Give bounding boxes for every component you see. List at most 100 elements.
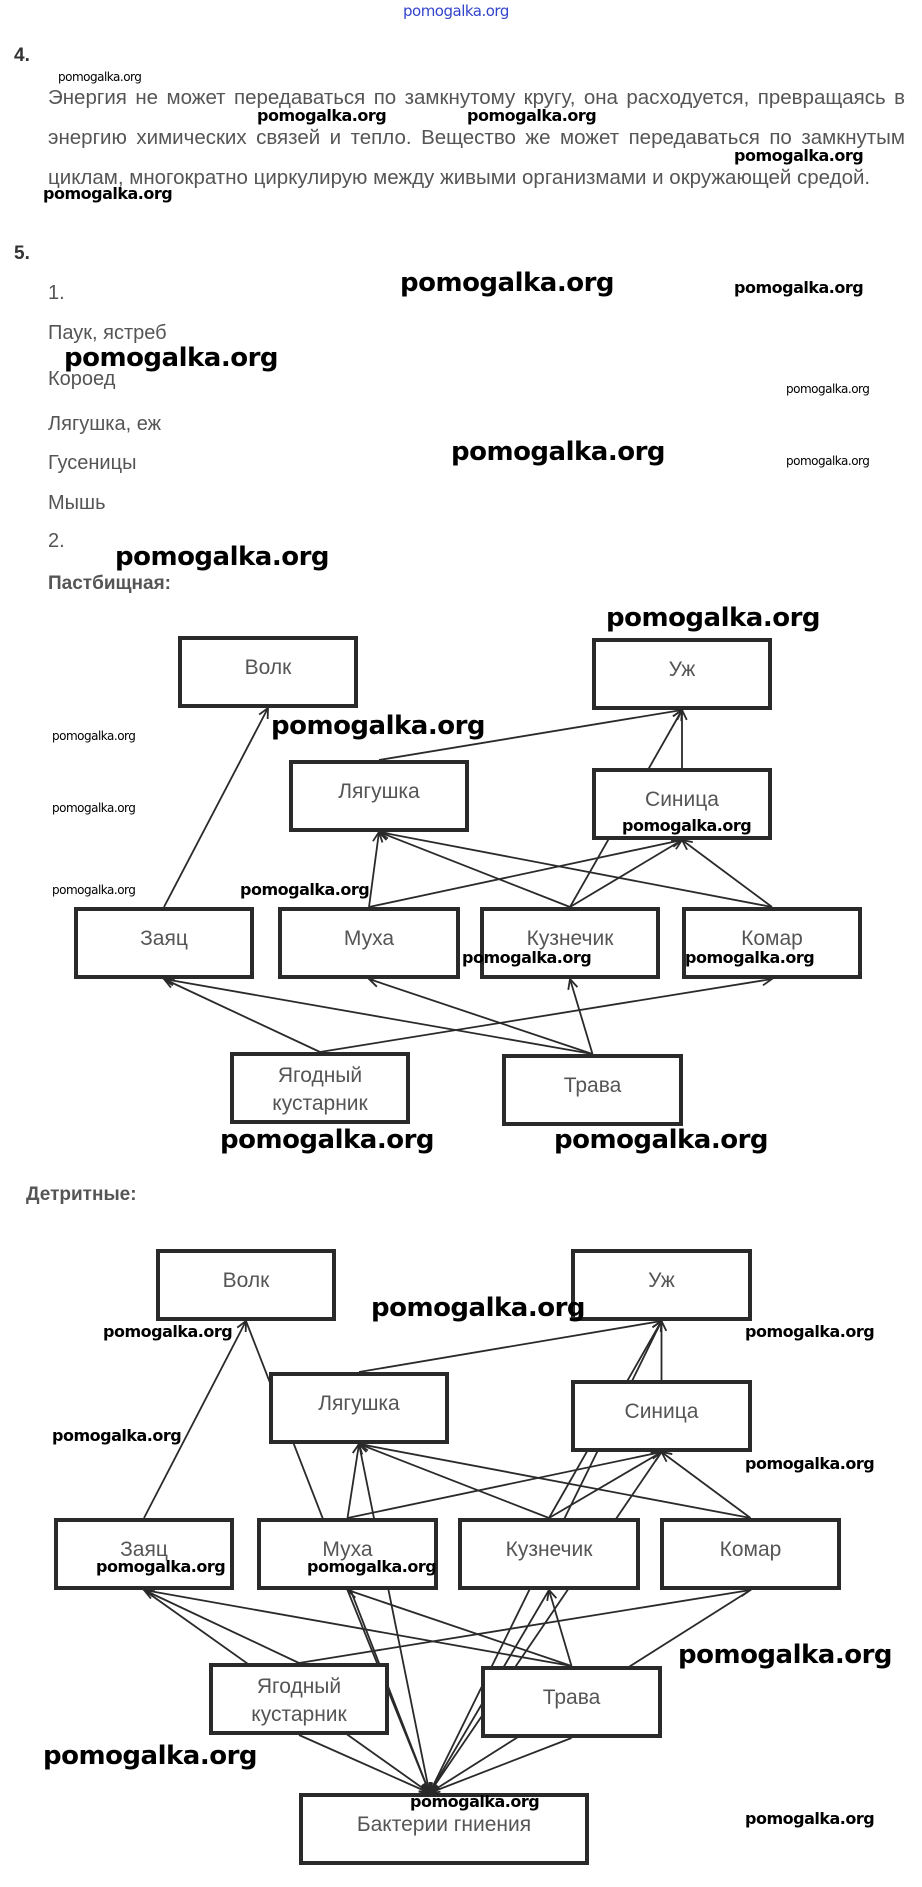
arrow-grass-to-fly [347, 1589, 572, 1667]
part-2-label: 2. [48, 530, 65, 552]
watermark: pomogalka.org [240, 880, 370, 899]
watermark: pomogalka.org [745, 1322, 875, 1341]
arrow-grass-to-hare [163, 978, 593, 1055]
node-fly: Муха [257, 1518, 438, 1590]
arrow-grass-to-grasshopper [548, 1589, 573, 1667]
arrow-berry-to-hare [163, 978, 321, 1053]
arrowhead-icon [672, 708, 684, 722]
node-fly: Муха [278, 907, 460, 979]
arrow-mosquito-to-tit [660, 1451, 752, 1519]
watermark: pomogalka.org [734, 278, 864, 297]
arrow-berry-to-bacteria [298, 1734, 430, 1794]
arrow-berry-to-hare [143, 1589, 300, 1664]
arrow-grasshopper-to-tit [548, 1451, 662, 1519]
arrow-grasshopper-to-tit [569, 839, 683, 908]
watermark: pomogalka.org [307, 1557, 437, 1576]
arrow-grass-to-bacteria [429, 1737, 572, 1794]
arrow-fly-to-frog [368, 831, 380, 908]
watermark: pomogalka.org [410, 1792, 540, 1811]
watermark: pomogalka.org [734, 146, 864, 165]
node-tit: Синица [571, 1380, 752, 1452]
watermark: pomogalka.org [115, 542, 330, 572]
part-1-label: 1. [48, 282, 65, 304]
watermark: pomogalka.org [96, 1557, 226, 1576]
watermark: pomogalka.org [43, 184, 173, 203]
watermark: pomogalka.org [554, 1125, 769, 1155]
watermark: pomogalka.org [786, 382, 870, 396]
watermark: pomogalka.org [52, 801, 136, 815]
task-5-number: 5. [14, 243, 30, 264]
arrowhead-icon [258, 706, 269, 720]
arrow-grass-to-hare [143, 1589, 572, 1667]
watermark: pomogalka.org [52, 1426, 182, 1445]
arrow-grasshopper-to-frog [358, 1443, 550, 1519]
task-4-answer: Энергия не может передаваться по замкнут… [48, 86, 905, 189]
node-frog: Лягушка [289, 760, 469, 832]
watermark: pomogalka.org [400, 268, 615, 298]
watermark: pomogalka.org [462, 948, 592, 967]
node-grass: Трава [481, 1666, 662, 1738]
watermark: pomogalka.org [467, 106, 597, 125]
node-hare: Заяц [74, 907, 254, 979]
node-mosquito: Комар [660, 1518, 841, 1590]
arrow-grass-to-fly [368, 978, 593, 1055]
arrow-fly-to-tit [368, 839, 683, 908]
node-hare: Заяц [54, 1518, 234, 1590]
node-wolf: Волк [156, 1249, 336, 1321]
watermark: pomogalka.org [745, 1454, 875, 1473]
node-snake: Уж [571, 1249, 752, 1321]
list-item: Мышь [48, 492, 106, 514]
watermark: pomogalka.org [678, 1640, 893, 1670]
node-wolf: Волк [178, 636, 358, 708]
node-bacteria: Бактерии гниения [299, 1793, 589, 1865]
arrow-frog-to-snake [358, 1320, 662, 1373]
watermark: pomogalka.org [257, 106, 387, 125]
watermark: pomogalka.org [103, 1322, 233, 1341]
arrow-hare-to-wolf [163, 707, 269, 908]
node-tit: Синица [592, 768, 772, 840]
arrowhead-icon [567, 977, 579, 991]
arrow-mosquito-to-frog [378, 831, 773, 908]
watermark: pomogalka.org [371, 1293, 586, 1323]
watermark: pomogalka.org [685, 948, 815, 967]
arrow-hare-to-wolf [143, 1320, 247, 1519]
arrow-grasshopper-to-frog [378, 831, 571, 908]
node-grass: Трава [502, 1054, 683, 1126]
list-item: Короед [48, 368, 116, 390]
node-grasshopper: Кузнечик [458, 1518, 640, 1590]
watermark: pomogalka.org [271, 711, 486, 741]
list-item: Паук, ястреб [48, 322, 167, 344]
watermark: pomogalka.org [52, 729, 136, 743]
arrow-frog-to-bacteria [358, 1443, 431, 1794]
watermark: pomogalka.org [786, 454, 870, 468]
watermark: pomogalka.org [745, 1809, 875, 1828]
arrow-grass-to-grasshopper [569, 978, 594, 1055]
watermark: pomogalka.org [622, 816, 752, 835]
arrowhead-icon [680, 838, 693, 851]
watermark: pomogalka.org [451, 437, 666, 467]
arrow-berry-to-mosquito [319, 978, 773, 1053]
diagram-title-detrital: Детритные: [26, 1184, 137, 1205]
list-item: Лягушка, еж [48, 413, 161, 435]
watermark: pomogalka.org [606, 603, 821, 633]
node-snake: Уж [592, 638, 772, 710]
watermark: pomogalka.org [52, 883, 136, 897]
node-berry: Ягодный кустарник [209, 1663, 389, 1735]
task-4-number: 4. [14, 45, 30, 66]
list-item: Гусеницы [48, 452, 137, 474]
arrow-mosquito-to-frog [358, 1443, 751, 1519]
watermark: pomogalka.org [43, 1741, 258, 1771]
arrow-frog-to-snake [378, 709, 683, 761]
node-grasshopper: Кузнечик [480, 907, 660, 979]
diagram-title-grazing: Пастбищная: [48, 573, 171, 594]
node-mosquito: Комар [682, 907, 862, 979]
site-watermark[interactable]: pomogalka.org [403, 2, 509, 20]
arrow-fly-to-tit [347, 1451, 662, 1519]
node-frog: Лягушка [269, 1372, 449, 1444]
watermark: pomogalka.org [64, 343, 279, 373]
arrow-mosquito-to-tit [681, 839, 773, 908]
arrow-fly-to-frog [346, 1443, 360, 1519]
watermark: pomogalka.org [220, 1125, 435, 1155]
node-berry: Ягодный кустарник [230, 1052, 410, 1124]
watermark: pomogalka.org [58, 70, 142, 84]
